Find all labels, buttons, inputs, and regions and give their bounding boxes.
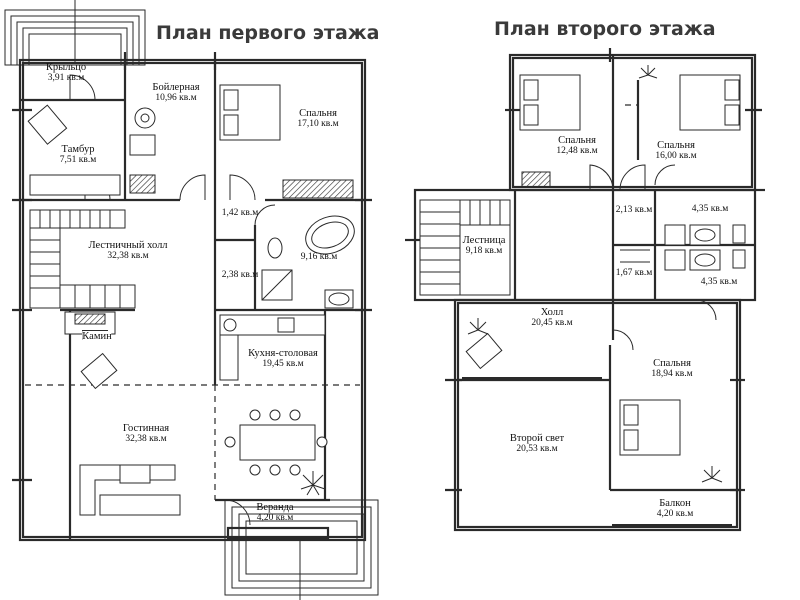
room-label-bedroom-1f: Спальня 17,10 кв.м	[297, 108, 338, 130]
second-floor-beds	[519, 74, 741, 456]
tambour-furniture	[27, 104, 121, 196]
first-floor-title: План первого этажа	[156, 22, 380, 44]
room-area: 4,35 кв.м	[700, 277, 738, 287]
room-label-wc-1f: 1,42 кв.м	[222, 208, 259, 219]
first-floor-stairs	[29, 209, 136, 309]
room-label-corridor-2f: 2,13 кв.м	[616, 205, 653, 216]
fireplace-label: Камин	[82, 331, 112, 342]
room-area: 18,94 кв.м	[651, 369, 693, 379]
room-label-bathroom-1f: 9,16 кв.м	[301, 252, 338, 263]
room-name: Камин	[82, 331, 112, 342]
room-area: 10,96 кв.м	[155, 93, 197, 103]
kitchen-furniture	[219, 314, 326, 381]
room-area: 9,16 кв.м	[300, 252, 338, 262]
room-name: Тамбур	[61, 144, 95, 155]
room-name: Спальня	[653, 358, 691, 369]
room-label-bedroom-2f-right: Спальня 16,00 кв.м	[655, 140, 696, 162]
room-area: 12,48 кв.м	[556, 146, 598, 156]
room-label-closet-2f: 1,67 кв.м	[616, 268, 653, 279]
room-area: 3,91 кв.м	[47, 73, 85, 83]
room-label-staircase-2f: Лестница 9,18 кв.м	[463, 235, 506, 257]
room-name: Бойлерная	[152, 82, 200, 93]
room-label-balcony: Балкон 4,20 кв.м	[657, 498, 694, 520]
room-label-second-light: Второй свет 20,53 кв.м	[510, 433, 564, 455]
first-floor-bathroom-fixtures	[261, 215, 355, 309]
plant-icon	[638, 65, 723, 483]
room-name: Балкон	[659, 498, 691, 509]
room-area: 20,53 кв.м	[516, 444, 558, 454]
room-area: 4,35 кв.м	[691, 204, 729, 214]
dining-table	[224, 409, 328, 476]
room-area: 9,18 кв.м	[465, 246, 503, 256]
room-name: Холл	[540, 307, 564, 318]
room-label-tambour: Тамбур 7,51 кв.м	[60, 144, 97, 166]
boiler-room-equipment	[129, 107, 156, 194]
room-area: 17,10 кв.м	[297, 119, 339, 129]
room-area: 7,51 кв.м	[59, 155, 97, 165]
room-label-veranda: Веранда 4,20 кв.м	[256, 502, 293, 524]
room-name: Спальня	[558, 135, 596, 146]
room-label-boiler-room: Бойлерная 10,96 кв.м	[152, 82, 199, 104]
room-label-hall-2f: Холл 20,45 кв.м	[531, 307, 572, 329]
room-label-closet-1f: 2,38 кв.м	[222, 270, 259, 281]
room-label-stair-hall: Лестничный холл 32,38 кв.м	[88, 240, 167, 262]
room-label-bath-2f-top: 4,35 кв.м	[692, 204, 729, 215]
porch-steps	[4, 0, 146, 66]
room-name: Лестница	[462, 235, 506, 246]
first-floor-plan	[4, 0, 379, 600]
room-area: 32,38 кв.м	[107, 251, 149, 261]
first-floor-bedroom-bed	[219, 84, 354, 199]
room-area: 20,45 кв.м	[531, 318, 573, 328]
second-floor-doors	[589, 164, 717, 351]
room-area: 2,13 кв.м	[615, 205, 653, 215]
plant-icon	[300, 471, 326, 496]
second-floor-title: План второго этажа	[494, 18, 716, 40]
room-area: 1,42 кв.м	[221, 208, 259, 218]
living-room-furniture	[69, 352, 181, 516]
room-name: Крыльцо	[45, 62, 87, 73]
room-name: Гостинная	[122, 423, 170, 434]
balcony-railing	[462, 377, 732, 528]
room-area: 4,20 кв.м	[256, 513, 294, 523]
room-label-porch: Крыльцо 3,91 кв.м	[46, 62, 86, 84]
second-floor-stairs	[419, 199, 511, 296]
hall-armchair	[465, 318, 503, 370]
room-label-kitchen: Кухня-столовая 19,45 кв.м	[248, 348, 318, 370]
room-name: Веранда	[256, 502, 294, 513]
room-area: 1,67 кв.м	[615, 268, 653, 278]
room-label-bedroom-2f-bottom: Спальня 18,94 кв.м	[651, 358, 692, 380]
room-area: 19,45 кв.м	[262, 359, 304, 369]
room-label-bedroom-2f-left: Спальня 12,48 кв.м	[556, 135, 597, 157]
room-name: Лестничный холл	[88, 240, 168, 251]
room-name: Спальня	[657, 140, 695, 151]
room-name: Кухня-столовая	[248, 348, 318, 359]
second-floor-plan	[405, 48, 765, 532]
first-floor-outer-walls	[18, 58, 367, 542]
room-area: 2,38 кв.м	[221, 270, 259, 280]
room-label-bath-2f-bottom: 4,35 кв.м	[701, 277, 738, 288]
room-area: 32,38 кв.м	[125, 434, 167, 444]
room-label-living-room: Гостинная 32,38 кв.м	[123, 423, 169, 445]
veranda-steps	[224, 499, 379, 600]
first-floor-interior-walls	[20, 60, 365, 540]
room-name: Второй свет	[509, 433, 565, 444]
room-name: Спальня	[299, 108, 337, 119]
room-area: 4,20 кв.м	[656, 509, 694, 519]
second-floor-bath-fixtures	[620, 224, 746, 271]
room-area: 16,00 кв.м	[655, 151, 697, 161]
